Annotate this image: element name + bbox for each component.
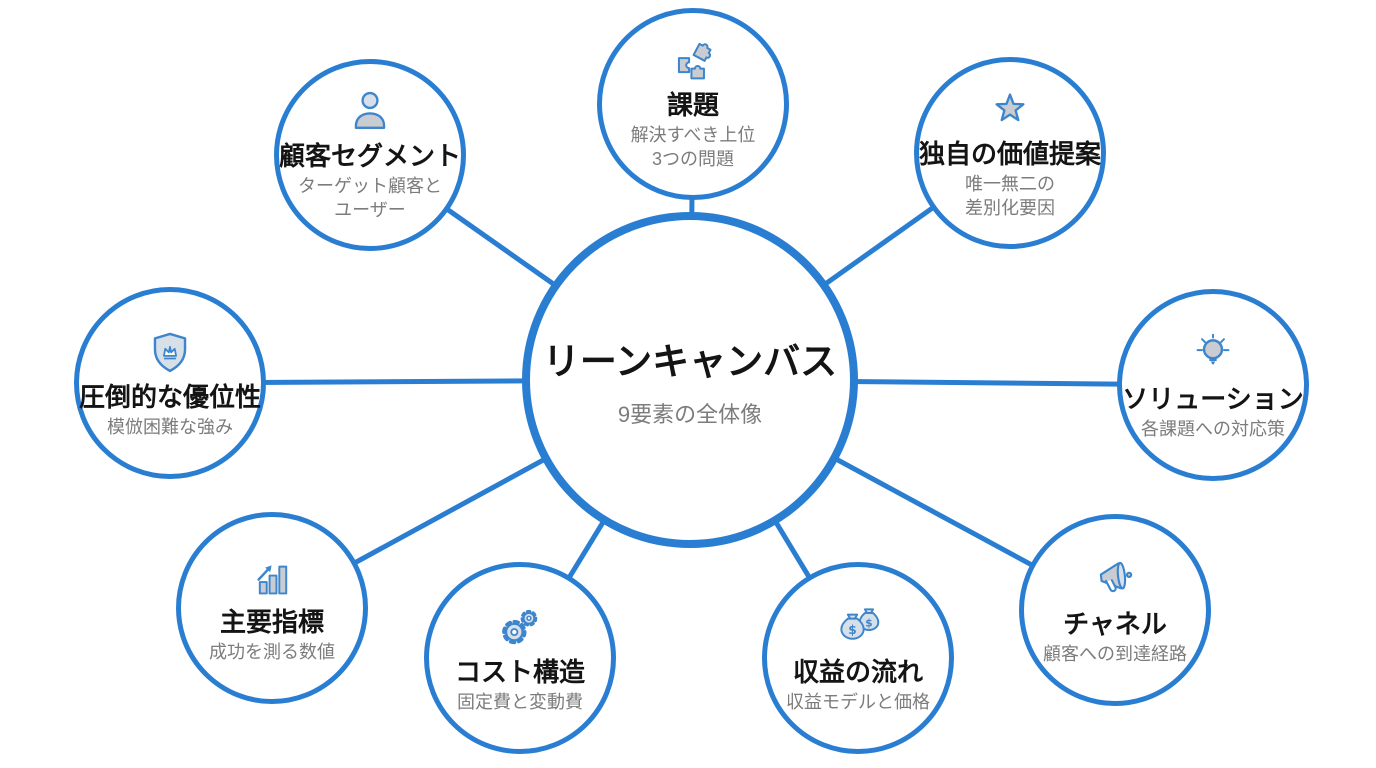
node-subtitle: 成功を測る数値 [209, 641, 335, 662]
megaphone-icon [1087, 554, 1143, 606]
node-problem: 課題 解決すべき上位 3つの問題 [597, 8, 789, 200]
node-title: ソリューション [1122, 383, 1304, 414]
node-subtitle: 各課題への対応策 [1141, 418, 1285, 439]
node-title: チャネル [1063, 608, 1167, 639]
bar-chart-icon [245, 552, 299, 604]
star-icon [983, 86, 1037, 136]
puzzle-icon [666, 37, 720, 87]
node-subtitle: 解決すべき上位 3つの問題 [630, 124, 756, 169]
node-revenue-streams: $ $ 収益の流れ 収益モデルと価格 [762, 562, 954, 754]
node-title: コスト構造 [454, 656, 585, 687]
node-customer-segments: 顧客セグメント ターゲット顧客と ユーザー [274, 59, 466, 251]
node-subtitle: 固定費と変動費 [457, 691, 583, 712]
node-unique-value-proposition: 独自の価値提案 唯一無二の 差別化要因 [914, 57, 1106, 249]
svg-text:$: $ [848, 623, 856, 637]
node-channels: チャネル 顧客への到達経路 [1019, 514, 1211, 706]
center-node: リーンキャンバス 9要素の全体像 [522, 212, 858, 548]
node-title: 収益の流れ [792, 656, 923, 687]
node-title: 圧倒的な優位性 [79, 381, 262, 412]
node-subtitle: 模倣困難な強み [107, 416, 233, 437]
shield-crown-icon [143, 327, 197, 379]
node-title: 主要指標 [219, 606, 324, 637]
node-title: 課題 [666, 89, 719, 120]
node-solution: ソリューション 各課題への対応策 [1117, 289, 1309, 481]
svg-text:$: $ [865, 617, 872, 629]
node-title: 独自の価値提案 [919, 138, 1102, 169]
money-bags-icon: $ $ [830, 602, 886, 654]
gears-icon [493, 602, 547, 654]
diagram-subtitle: 9要素の全体像 [617, 402, 763, 427]
node-subtitle: 唯一無二の 差別化要因 [965, 173, 1055, 218]
node-title: 顧客セグメント [279, 140, 462, 171]
node-unfair-advantage: 圧倒的な優位性 模倣困難な強み [74, 287, 266, 479]
node-subtitle: 顧客への到達経路 [1043, 643, 1187, 664]
person-icon [343, 88, 397, 138]
diagram-title: リーンキャンバス [542, 341, 838, 382]
node-subtitle: 収益モデルと価格 [786, 691, 930, 712]
node-cost-structure: コスト構造 固定費と変動費 [424, 562, 616, 754]
node-key-metrics: 主要指標 成功を測る数値 [176, 512, 368, 704]
node-subtitle: ターゲット顧客と ユーザー [298, 175, 442, 220]
lightbulb-icon [1186, 329, 1240, 381]
